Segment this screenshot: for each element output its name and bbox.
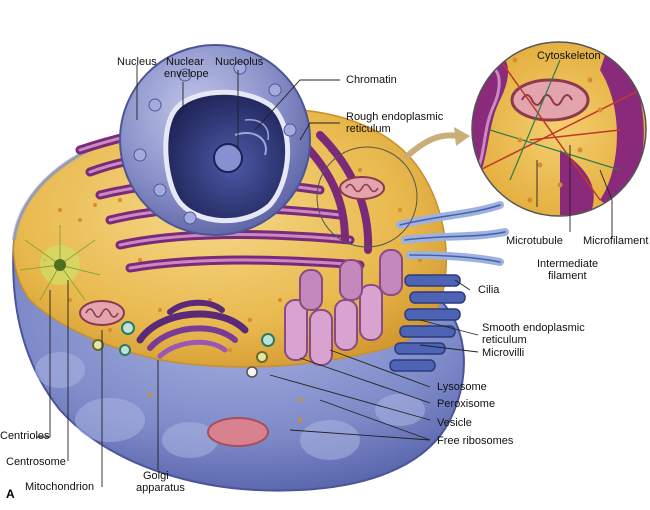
label-intermediate-filament-line2: filament bbox=[548, 270, 587, 282]
label-intermediate-filament-line1: Intermediate bbox=[537, 258, 599, 270]
label-microtubule: Microtubule bbox=[506, 235, 563, 247]
label-rough-er-line1: Rough endoplasmic bbox=[346, 111, 444, 123]
label-vesicle: Vesicle bbox=[437, 417, 472, 429]
label-chromatin: Chromatin bbox=[346, 74, 397, 86]
label-nuclear-envelope-line2: envelope bbox=[164, 68, 209, 80]
label-mitochondrion: Mitochondrion bbox=[25, 481, 95, 493]
label-golgi-apparatus-line1: Golgi bbox=[143, 470, 169, 482]
label-golgi-apparatus-line2: apparatus bbox=[136, 482, 185, 494]
label-microfilament: Microfilament bbox=[583, 235, 649, 247]
microvilli bbox=[389, 274, 466, 372]
nuclear-pores bbox=[133, 61, 297, 225]
label-centrioles: Centrioles bbox=[0, 430, 50, 442]
mitochondrion-upper bbox=[339, 176, 385, 200]
cytoplasm-bubbles bbox=[35, 352, 425, 460]
lower-vesicle bbox=[207, 417, 269, 447]
panel-letter: A bbox=[6, 487, 15, 501]
mitochondrion bbox=[79, 300, 125, 326]
label-lysosome: Lysosome bbox=[437, 381, 487, 393]
vesicles bbox=[92, 321, 275, 378]
cytoskeleton-inset bbox=[471, 41, 647, 217]
golgi-apparatus bbox=[136, 299, 249, 359]
zoom-arrow-head bbox=[454, 127, 470, 146]
label-free-ribosomes: Free ribosomes bbox=[437, 435, 514, 447]
nucleus bbox=[119, 44, 311, 236]
label-peroxisome: Peroxisome bbox=[437, 398, 496, 410]
label-smooth-er-line1: Smooth endoplasmic bbox=[482, 322, 585, 334]
cilia-edge bbox=[399, 204, 506, 263]
label-cilia: Cilia bbox=[478, 284, 500, 296]
label-nucleolus: Nucleolus bbox=[215, 56, 264, 68]
label-centrosome: Centrosome bbox=[6, 456, 66, 468]
zoom-region bbox=[316, 146, 418, 248]
label-nucleus: Nucleus bbox=[117, 56, 157, 68]
label-nuclear-envelope-line1: Nuclear bbox=[166, 56, 204, 68]
centrosome bbox=[19, 225, 101, 301]
label-cytoskeleton: Cytoskeleton bbox=[537, 50, 601, 62]
leader-lines bbox=[36, 65, 613, 487]
zoom-arrow bbox=[402, 132, 459, 161]
label-smooth-er-line2: reticulum bbox=[482, 334, 527, 346]
label-rough-er-line2: reticulum bbox=[346, 123, 391, 135]
label-microvilli: Microvilli bbox=[482, 347, 525, 359]
